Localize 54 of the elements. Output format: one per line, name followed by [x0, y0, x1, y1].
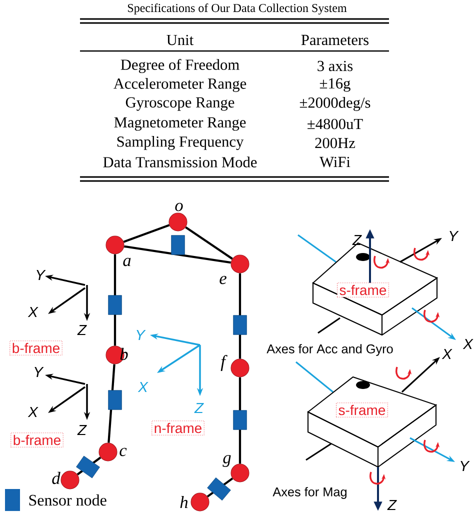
table-cell: Magnetometer Range: [114, 117, 246, 131]
limb-line: [185, 226, 233, 260]
table-cell: ±4800uT: [308, 118, 363, 130]
table-cell: 3 axis: [318, 60, 353, 72]
table-cell: ±2000deg/s: [300, 97, 370, 111]
table-cell: Data Transmission Mode: [103, 156, 257, 168]
axis-label: Y: [460, 460, 470, 472]
joint-letter: b: [120, 348, 128, 360]
table-cell: Unit: [166, 34, 194, 46]
limb-line: [123, 224, 170, 243]
table-cell: WiFi: [320, 156, 350, 168]
frame-label: b-frame: [10, 432, 64, 448]
table-cell: Parameters: [301, 34, 369, 46]
frame-label: b-frame: [10, 340, 62, 356]
limb-line: [124, 245, 231, 264]
frame-label: n-frame: [152, 420, 204, 436]
joint-letter: e: [220, 276, 226, 284]
joint-letter: f: [220, 355, 228, 371]
axis-label: Y: [36, 270, 46, 280]
joint-letter: d: [52, 472, 60, 484]
axis-label: Z: [194, 402, 204, 414]
table-cell: ±16g: [320, 78, 350, 92]
axes-caption: Axes for Mag: [272, 487, 346, 499]
axis-label: Y: [136, 330, 146, 340]
axis-label: X: [28, 406, 38, 418]
axis-label: Y: [450, 230, 459, 242]
joint-letter: o: [175, 202, 183, 212]
axis-label: Z: [387, 500, 397, 510]
axis-label: X: [442, 348, 452, 360]
limb-line: [114, 254, 116, 346]
limb-line: [108, 364, 116, 443]
axes-caption: Axes for Acc and Gyro: [266, 344, 393, 356]
axis-label: Z: [77, 424, 87, 436]
frame-label: s-frame: [337, 282, 389, 298]
joint-letter: a: [123, 258, 131, 266]
axis-label: Z: [77, 324, 87, 336]
limb-line: [238, 273, 242, 359]
legend-label: Sensor node: [29, 494, 106, 506]
table-cell: Gyroscope Range: [126, 97, 234, 111]
axis-label: X: [462, 338, 474, 350]
axis-label: Z: [352, 234, 362, 246]
table-cell: Sampling Frequency: [117, 136, 244, 150]
table-cell: 200Hz: [315, 138, 355, 148]
table-cell: Accelerometer Range: [114, 78, 246, 92]
limb-line: [238, 377, 242, 464]
limb-line: [206, 478, 234, 498]
frame-label: s-frame: [336, 402, 388, 418]
joint-letter: g: [222, 455, 231, 467]
table-title: Specifications of Our Data Collection System: [128, 4, 347, 15]
joint-letter: h: [180, 496, 188, 508]
axis-label: X: [28, 306, 38, 318]
joint-letter: c: [120, 448, 127, 456]
table-cell: Degree of Freedom: [120, 58, 240, 74]
axis-label: X: [138, 382, 148, 392]
